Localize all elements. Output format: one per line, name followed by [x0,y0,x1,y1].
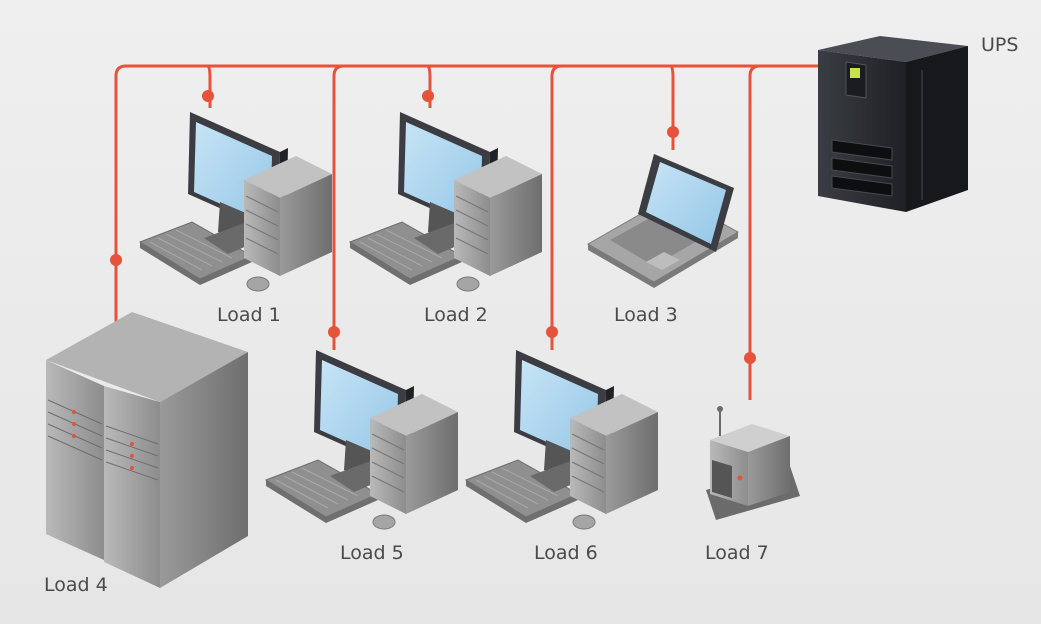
connector-dot [110,254,122,266]
power-line-load-5 [332,64,345,350]
laptop-icon-load-3 [586,154,740,288]
power-connector-dots [110,90,756,364]
connector-dot [328,326,340,338]
power-lines [114,64,820,400]
network-device-icon-load-7 [706,406,800,520]
ups-label: UPS [981,34,1019,56]
desktop-computer-icon-load-1 [139,111,333,292]
load-6-label: Load 6 [534,542,598,564]
load-5-label: Load 5 [340,542,404,564]
load-3-label: Load 3 [614,304,678,326]
load-2-label: Load 2 [424,304,488,326]
server-rack-icon-load-4 [46,312,248,588]
desktop-computer-icon-load-2 [349,111,543,292]
power-line-load-2 [426,64,432,108]
load-7-label: Load 7 [705,542,769,564]
power-line-load-1 [206,64,212,108]
ups-tower-icon [818,36,968,212]
connector-dot [546,326,558,338]
desktop-computer-icon-load-6 [465,349,659,530]
power-line-load-7 [748,64,761,400]
power-line-load-6 [550,64,563,350]
desktop-computer-icon-load-5 [265,349,459,530]
connector-dot [744,352,756,364]
connector-dot [667,126,679,138]
load-1-label: Load 1 [217,304,281,326]
connector-dot [422,90,434,102]
connector-dot [202,90,214,102]
power-line-main [114,64,820,326]
power-line-load-3 [669,64,675,150]
load-4-label: Load 4 [44,574,108,596]
